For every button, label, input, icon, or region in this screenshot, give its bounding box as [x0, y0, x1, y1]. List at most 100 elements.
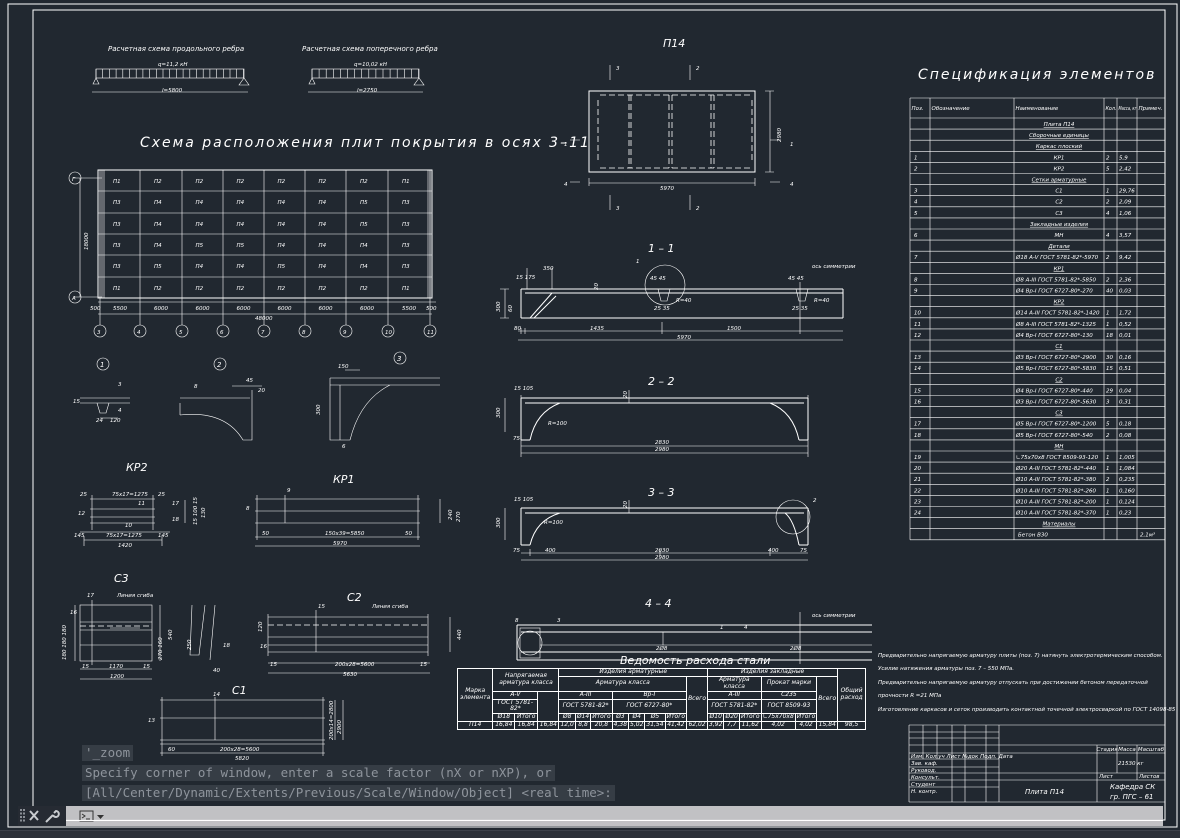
dim: 14	[213, 692, 220, 698]
spec-qty: 2	[1106, 155, 1110, 161]
steel-cell: 3,92	[706, 721, 725, 731]
spec-header: Обозначение	[932, 106, 971, 112]
spec-qty: 29	[1106, 388, 1113, 394]
cut-mark: 3	[616, 66, 620, 72]
steel-schedule-table: Марка элемента Напрягаемая арматура клас…	[456, 667, 866, 731]
dim: 9	[287, 488, 291, 494]
frame-kp1: КР1 9 8 50 150x39=5850 50 5970 240 270	[246, 473, 462, 547]
spec-header: Кол.	[1106, 106, 1117, 112]
spec-mass: 0,160	[1119, 488, 1135, 494]
command-prompt-icon[interactable]	[78, 806, 108, 826]
role: Н. контр.	[911, 789, 938, 795]
spec-row: С3	[1055, 411, 1063, 417]
spec-name: Ø4 Вр-I ГОСТ 6727-80*-130	[1015, 332, 1093, 339]
spec-pos: 9	[914, 289, 918, 295]
axis-label: 10	[385, 330, 392, 336]
axis-label: 7	[261, 330, 265, 336]
spec-qty: 2	[1106, 200, 1110, 206]
header: Изделия закладные	[706, 668, 839, 677]
mesh-c1: С1 14 13 200x28=5600 60 5820 200x14=2800…	[148, 684, 344, 762]
spec-qty: 15	[1106, 366, 1113, 372]
dim: 350	[543, 266, 554, 272]
dim: 2Ø8	[656, 645, 668, 652]
mass-value: 21530 кг	[1118, 761, 1144, 767]
slab-label: П2	[196, 179, 204, 185]
spec-qty: 30	[1106, 355, 1113, 361]
close-icon[interactable]	[29, 810, 39, 821]
spec-pos: 11	[914, 322, 921, 328]
spec-mass: 2,09	[1119, 200, 1132, 206]
dim: 8	[246, 506, 250, 512]
spec-mass: 0,04	[1119, 388, 1132, 394]
spec-name: Ø8 A-III ГОСТ 5781-82*-5850	[1015, 276, 1096, 283]
spec-mass: 0,23	[1119, 511, 1132, 517]
spec-name: Ø10 A-III ГОСТ 5781-82*-380	[1015, 476, 1096, 483]
spec-pos: 18	[914, 433, 921, 439]
spec-row: Материалы	[1043, 522, 1077, 528]
dim: Линия сгиба	[116, 593, 154, 599]
slab-label: П3	[402, 222, 410, 228]
spec-name: С3	[1055, 411, 1063, 417]
drawing-title: КР2	[126, 461, 147, 474]
steel-cell: 5,02	[628, 721, 646, 731]
slab-label: П1	[402, 286, 410, 292]
spec-qty: 4	[1106, 233, 1110, 239]
spec-name: Ø10 A-III ГОСТ 5781-82*-200	[1015, 498, 1096, 505]
dim: 6000	[319, 306, 333, 312]
spec-pos: 8	[914, 277, 918, 283]
spec-pos: 21	[914, 477, 921, 483]
label: Изм. Кол.уч Лист №док Подп. Дата	[911, 754, 1013, 760]
slab-label: П4	[196, 264, 204, 270]
cut-mark: 2	[696, 206, 700, 212]
dim: 18	[223, 643, 230, 649]
spec-pos: 3	[914, 189, 918, 195]
header: A-III	[558, 690, 613, 700]
spec-mass: 1,06	[1119, 211, 1132, 217]
dim: 2830	[655, 440, 669, 446]
section-4-4: 4 – 4 ось симметрии 8 3 1 4 2Ø8 2Ø8	[515, 597, 872, 664]
dim: 400	[768, 548, 779, 554]
label: Масса	[1118, 747, 1136, 753]
slab-label: П5	[154, 264, 162, 270]
spec-mass: 29,76	[1119, 189, 1135, 195]
spec-pos: 16	[914, 400, 921, 406]
spec-name: ∟75x70x8 ГОСТ 8509-93-120	[1016, 455, 1099, 461]
axis-bubble	[381, 324, 395, 338]
wrench-icon[interactable]	[45, 809, 60, 823]
spec-name: Закладные изделия	[1030, 222, 1089, 228]
spec-mass: 2,36	[1119, 277, 1132, 283]
dim: 440	[457, 629, 463, 640]
steel-cell: 62,02	[686, 721, 708, 731]
steel-cell: 16,84	[514, 721, 539, 731]
grip-handle-icon[interactable]	[20, 809, 25, 823]
dim: 15	[420, 662, 427, 668]
header: ГОСТ 6727-80*	[611, 698, 688, 715]
slab-label: П1	[113, 179, 121, 185]
spec-name: Материалы	[1043, 522, 1077, 528]
dim: 15 105	[514, 497, 534, 503]
dim: 240	[448, 509, 454, 520]
axis-label: Г	[72, 177, 76, 183]
drawing-name: Плита П14	[1025, 788, 1064, 796]
spec-qty: 1	[1106, 466, 1110, 472]
spec-mass: 0,08	[1119, 433, 1132, 439]
dim: 2980	[655, 555, 669, 561]
mark: 8	[194, 384, 198, 390]
slab-label: П2	[278, 286, 286, 292]
drawing-title: С3	[114, 572, 129, 585]
spec-name: Плита П14	[1044, 122, 1075, 128]
load-label: q=10,02 кН	[354, 62, 387, 68]
command-input-bar[interactable]	[66, 806, 1163, 826]
command-history-line: [All/Center/Dynamic/Extents/Previous/Sca…	[82, 785, 615, 801]
spec-name: Бетон В30	[1018, 533, 1048, 539]
command-line-toolbar	[18, 806, 66, 826]
spec-qty: 2	[1106, 433, 1110, 439]
dim: 40	[213, 668, 220, 674]
